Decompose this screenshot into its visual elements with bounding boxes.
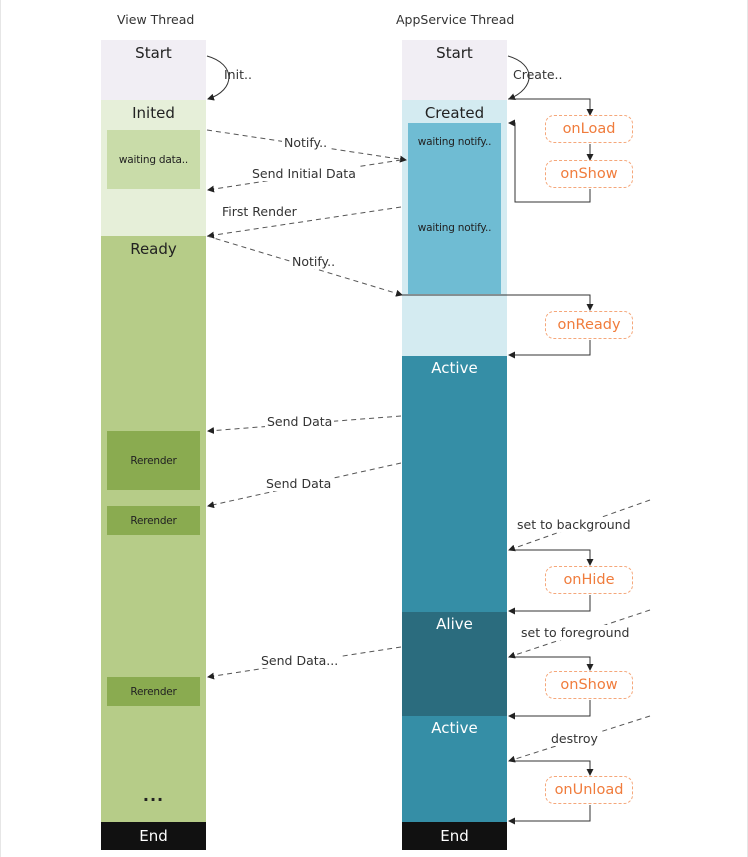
onhide-hook: onHide — [545, 566, 633, 594]
onload-hook: onLoad — [545, 115, 633, 143]
create-arrow — [507, 55, 530, 100]
rerender-box-3: Rerender — [107, 677, 200, 706]
send-data-arrow-3 — [207, 646, 402, 680]
app-alive-segment: Alive — [402, 612, 507, 716]
to-onhide-arrow — [509, 549, 594, 566]
set-to-background-label: set to background — [515, 517, 633, 532]
destroy-label: destroy — [549, 731, 600, 746]
to-onready-arrow — [400, 294, 594, 311]
to-onunload-arrow — [509, 760, 594, 776]
onshow-hook-2: onShow — [545, 671, 633, 699]
set-to-foreground-label: set to foreground — [519, 625, 632, 640]
app-created-label: Created — [424, 104, 485, 122]
send-initial-data-label: Send Initial Data — [250, 166, 358, 181]
notify-label-1: Notify.. — [282, 135, 330, 150]
onshow-return-arrow — [508, 119, 591, 203]
to-onshow2-arrow — [509, 656, 594, 671]
onready-hook: onReady — [545, 311, 633, 339]
app-active-segment-2: Active — [402, 716, 507, 822]
first-render-label: First Render — [220, 204, 299, 219]
app-active-label-2: Active — [431, 719, 478, 737]
view-end-segment: End — [101, 822, 206, 850]
rerender-box-2: Rerender — [107, 506, 200, 535]
app-active-label-1: Active — [431, 359, 478, 377]
onshow2-return-arrow — [508, 700, 591, 720]
view-waiting-data-box: waiting data.. — [107, 130, 200, 189]
app-start-segment: Start — [402, 40, 507, 100]
app-waiting-notify-box-1: waiting notify.. — [408, 123, 501, 161]
to-onload-arrow — [508, 98, 594, 116]
init-arrow — [206, 55, 230, 101]
notify-label-2: Notify.. — [290, 254, 338, 269]
init-label: Init.. — [224, 67, 252, 82]
app-waiting-notify-box-2: waiting notify.. — [408, 161, 501, 294]
app-end-segment: End — [402, 822, 507, 850]
app-active-segment-1: Active — [402, 356, 507, 612]
onunload-hook: onUnload — [545, 776, 633, 804]
onshow-hook-1: onShow — [545, 160, 633, 188]
view-ellipsis: ... — [142, 786, 165, 805]
view-start-label: Start — [135, 44, 172, 62]
rerender-box-1: Rerender — [107, 431, 200, 490]
send-initial-data-arrow — [207, 159, 402, 193]
view-start-segment: Start — [101, 40, 206, 100]
send-data-label-3: Send Data... — [259, 653, 341, 668]
send-data-label-2: Send Data — [264, 476, 334, 491]
onunload-return-arrow — [508, 805, 591, 825]
onhide-return-arrow — [508, 595, 591, 615]
send-data-arrow-2 — [207, 462, 402, 509]
send-data-label-1: Send Data — [265, 414, 335, 429]
app-start-label: Start — [436, 44, 473, 62]
first-render-arrow — [207, 206, 402, 239]
app-alive-label: Alive — [436, 615, 473, 633]
view-ready-label: Ready — [130, 240, 177, 258]
view-inited-label: Inited — [132, 104, 175, 122]
view-thread-header: View Thread — [117, 12, 195, 27]
appservice-thread-header: AppService Thread — [396, 12, 515, 27]
onready-return-arrow — [508, 340, 591, 359]
create-label: Create.. — [513, 67, 563, 82]
